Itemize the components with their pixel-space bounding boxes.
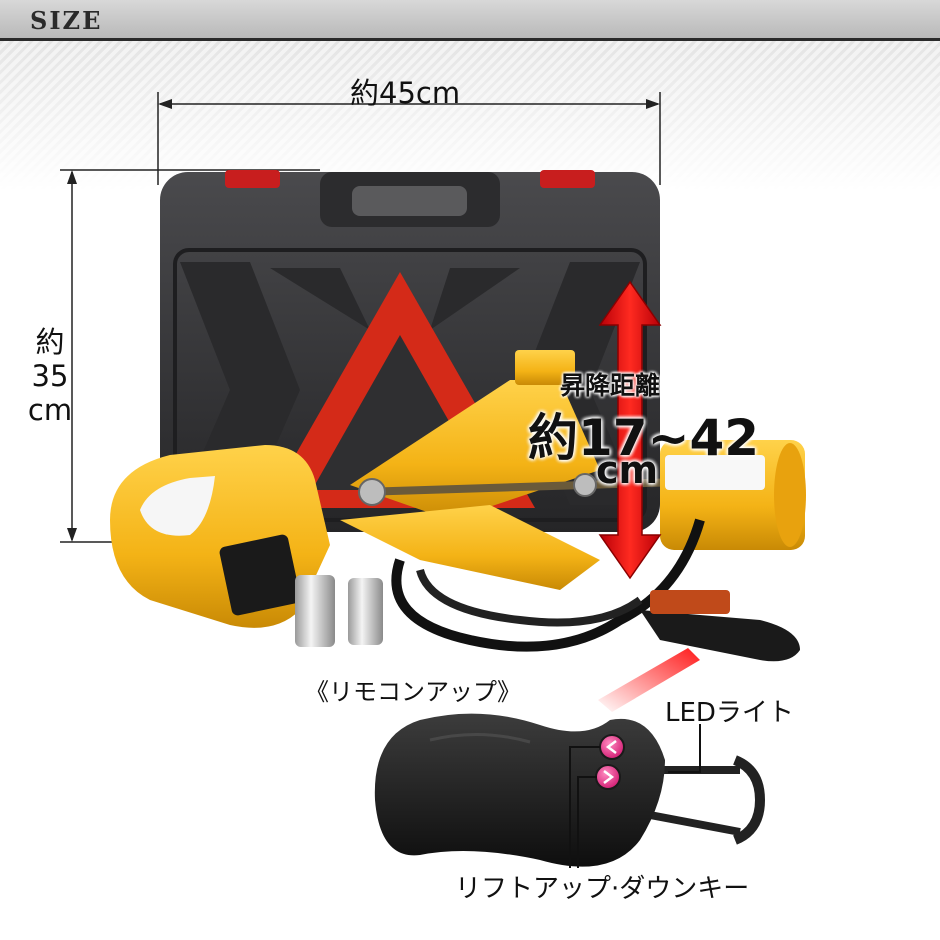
- header-divider: [0, 38, 940, 41]
- header-bar: [0, 0, 940, 38]
- lift-keys-label: リフトアップ·ダウンキー: [455, 874, 750, 904]
- remote-control: [374, 713, 766, 867]
- height-label-unit: cm: [27, 393, 73, 427]
- height-dimension-label: 約 35 cm: [22, 325, 78, 427]
- page-title: SIZE: [30, 6, 103, 35]
- background-pattern: [0, 41, 940, 191]
- remote-closeup-caption: 《リモコンアップ》: [305, 678, 521, 706]
- led-callout-line: [668, 724, 701, 773]
- socket-set: [295, 575, 383, 647]
- power-cable: [391, 518, 800, 662]
- callout-pointer: [598, 648, 700, 712]
- keys-callout-line: [569, 746, 600, 868]
- lift-distance-range: 約17~42: [528, 409, 760, 467]
- led-light-label: LEDライト: [665, 698, 794, 728]
- width-dimension-label: 約45cm: [350, 76, 461, 110]
- lift-range-arrow: [598, 280, 662, 580]
- lift-distance-title: 昇降距離: [560, 371, 661, 400]
- height-label-value: 35: [31, 359, 69, 393]
- lift-distance-unit: cm: [596, 448, 659, 492]
- height-label-prefix: 約: [35, 325, 65, 359]
